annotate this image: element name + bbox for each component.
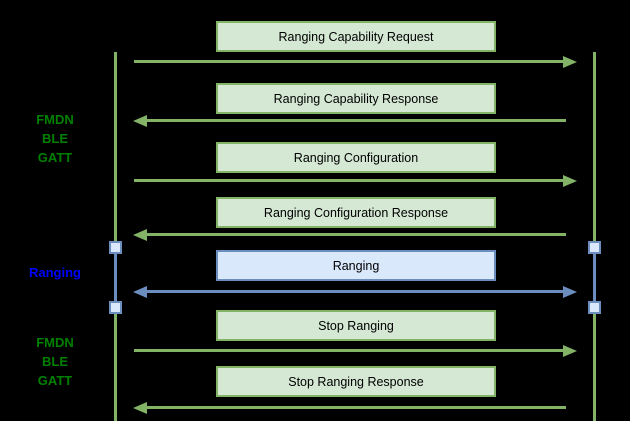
arrow-stop-ranging-response <box>133 402 577 414</box>
arrow-shaft <box>134 179 566 182</box>
arrowhead-left-icon <box>133 229 147 241</box>
message-box-ranging-configuration-response: Ranging Configuration Response <box>216 197 496 228</box>
message-box-ranging-configuration: Ranging Configuration <box>216 142 496 173</box>
arrow-ranging-capability-response <box>133 115 577 127</box>
arrow-ranging-configuration <box>133 175 577 187</box>
arrow-ranging-configuration-response <box>133 229 577 241</box>
ranging-activation-left <box>114 248 117 306</box>
arrow-ranging-capability-request <box>133 56 577 68</box>
protocol-label-fmdn-ble-gatt-bottom: FMDN BLE GATT <box>0 333 110 390</box>
label-line: BLE <box>42 354 68 369</box>
message-box-ranging-capability-request: Ranging Capability Request <box>216 21 496 52</box>
arrow-shaft <box>144 406 566 409</box>
arrowhead-right-icon <box>563 345 577 357</box>
arrowhead-left-icon <box>133 115 147 127</box>
activation-endpoint-square <box>588 301 601 314</box>
arrow-shaft <box>134 349 566 352</box>
lifeline-right <box>593 52 596 421</box>
arrow-stop-ranging <box>133 345 577 357</box>
arrowhead-right-icon <box>563 56 577 68</box>
protocol-label-ranging: Ranging <box>0 263 110 282</box>
arrowhead-right-icon <box>563 286 577 298</box>
arrow-ranging-bidirectional <box>133 286 577 298</box>
label-line: BLE <box>42 131 68 146</box>
activation-endpoint-square <box>109 301 122 314</box>
activation-endpoint-square <box>109 241 122 254</box>
arrow-shaft <box>134 60 566 63</box>
arrowhead-left-icon <box>133 286 147 298</box>
label-line: FMDN <box>36 112 74 127</box>
ranging-activation-right <box>593 248 596 306</box>
label-line: GATT <box>37 150 73 165</box>
arrowhead-left-icon <box>133 402 147 414</box>
message-box-ranging: Ranging <box>216 250 496 281</box>
label-line: GATT <box>37 373 73 388</box>
message-box-stop-ranging-response: Stop Ranging Response <box>216 366 496 397</box>
lifeline-left <box>114 52 117 421</box>
arrow-shaft <box>144 233 566 236</box>
label-line: FMDN <box>36 335 74 350</box>
message-box-ranging-capability-response: Ranging Capability Response <box>216 83 496 114</box>
arrow-shaft <box>144 290 566 293</box>
message-box-stop-ranging: Stop Ranging <box>216 310 496 341</box>
label-line: Ranging <box>29 265 81 280</box>
arrow-shaft <box>144 119 566 122</box>
protocol-label-fmdn-ble-gatt-top: FMDN BLE GATT <box>0 110 110 167</box>
arrowhead-right-icon <box>563 175 577 187</box>
activation-endpoint-square <box>588 241 601 254</box>
